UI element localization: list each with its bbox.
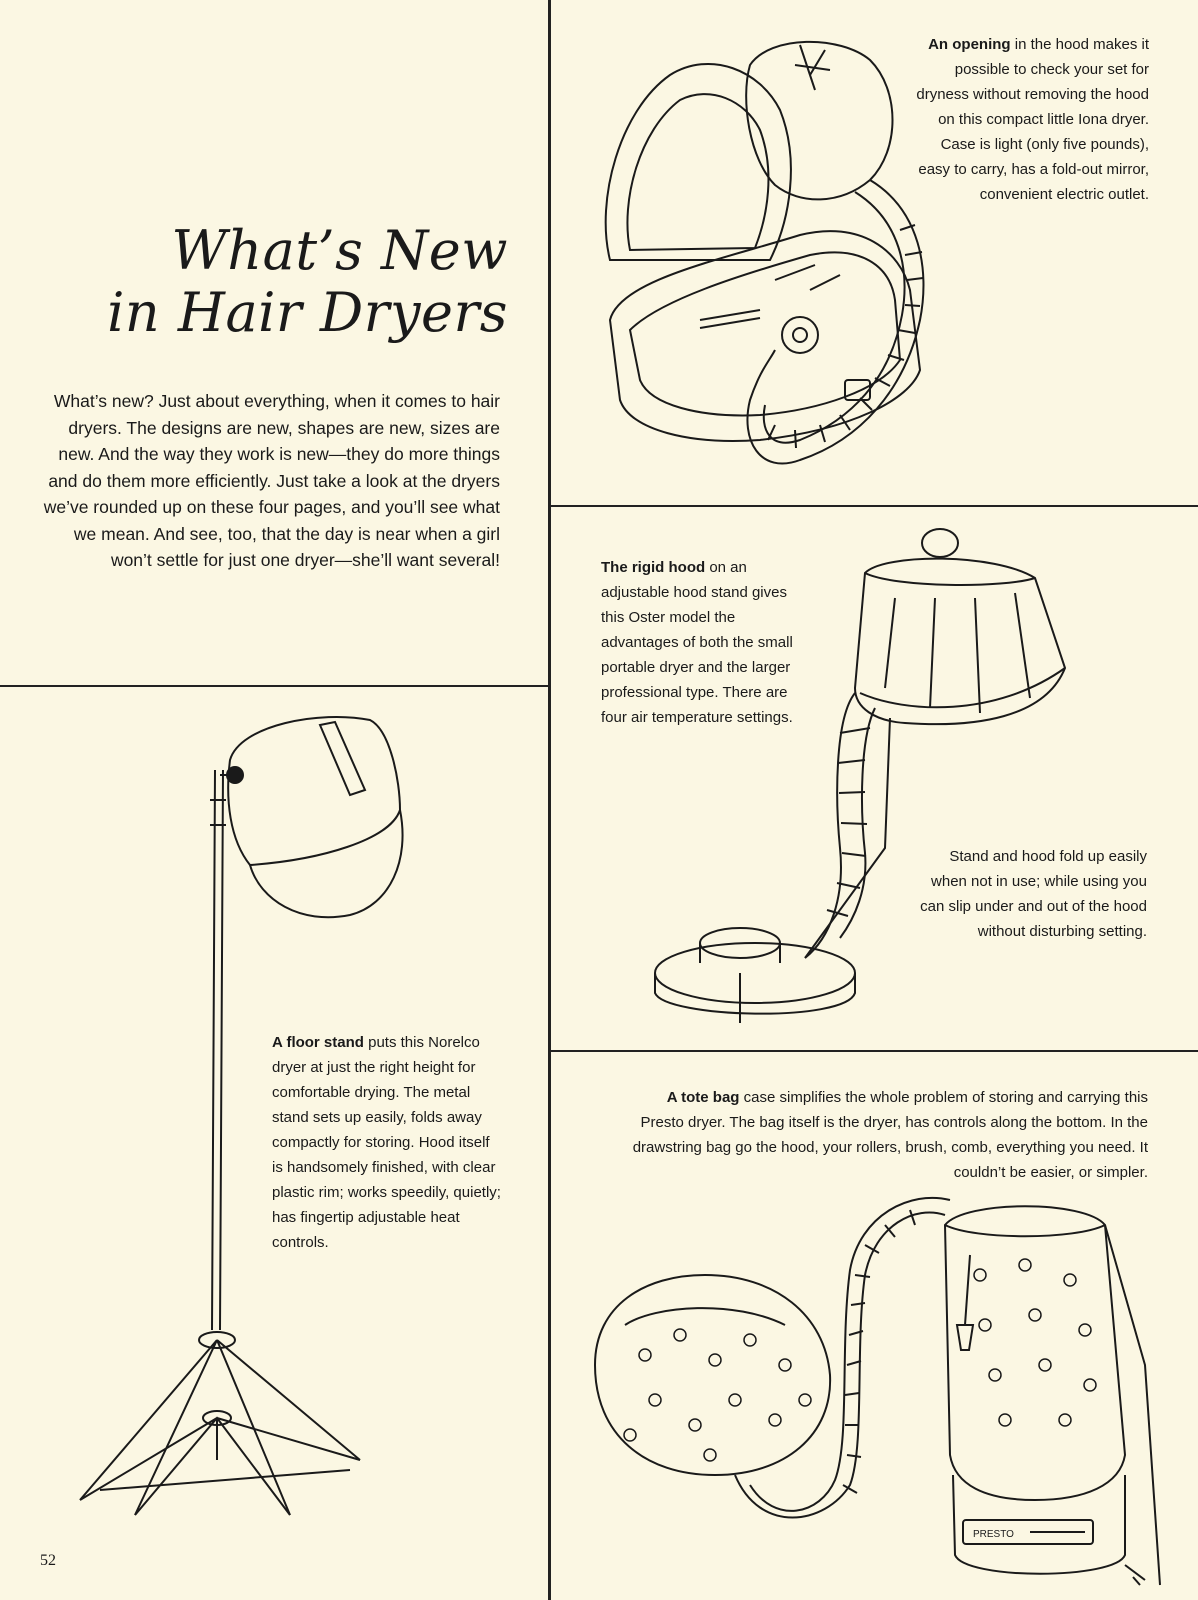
caption-floor-stand-lead: A floor stand — [272, 1034, 364, 1051]
vertical-divider — [548, 0, 551, 1600]
page-number: 52 — [40, 1552, 56, 1569]
caption-opening-lead: An opening — [928, 36, 1011, 53]
caption-rigid-hood-lead: The rigid hood — [601, 559, 706, 576]
intro-paragraph: What’s new? Just about everything, when … — [43, 391, 500, 570]
page-title: What’s New in Hair Dryers — [28, 220, 508, 344]
caption-tote-bag-text: case simplifies the whole problem of sto… — [632, 1089, 1148, 1181]
right-horizontal-divider-top — [549, 505, 1198, 507]
caption-rigid-hood-text: on an adjustable hood stand gives this O… — [601, 559, 793, 726]
caption-opening-text: in the hood makes it possible to check y… — [916, 36, 1149, 203]
caption-floor-stand: A floor stand puts this Norelco dryer at… — [272, 1030, 502, 1255]
caption-stand-fold-text: Stand and hood fold up easily when not i… — [920, 848, 1147, 940]
right-horizontal-divider-bottom — [549, 1050, 1198, 1052]
oster-hood-stand-illustration — [645, 518, 1065, 1028]
left-horizontal-divider — [0, 685, 549, 687]
caption-tote-bag-lead: A tote bag — [666, 1089, 740, 1106]
caption-tote-bag: A tote bag case simplifies the whole pro… — [630, 1085, 1148, 1185]
presto-panel-label: PRESTO — [973, 1529, 1014, 1540]
iona-dryer-illustration — [600, 20, 940, 510]
caption-opening: An opening in the hood makes it possible… — [905, 32, 1149, 207]
title-line-2: in Hair Dryers — [107, 281, 508, 344]
caption-floor-stand-text: puts this Norelco dryer at just the righ… — [272, 1034, 501, 1251]
norelco-floor-stand-illustration — [60, 700, 440, 1580]
title-line-1: What’s New — [171, 219, 508, 282]
caption-rigid-hood: The rigid hood on an adjustable hood sta… — [601, 555, 801, 730]
presto-tote-bag-illustration: PRESTO — [585, 1185, 1165, 1595]
caption-stand-fold: Stand and hood fold up easily when not i… — [915, 844, 1147, 944]
